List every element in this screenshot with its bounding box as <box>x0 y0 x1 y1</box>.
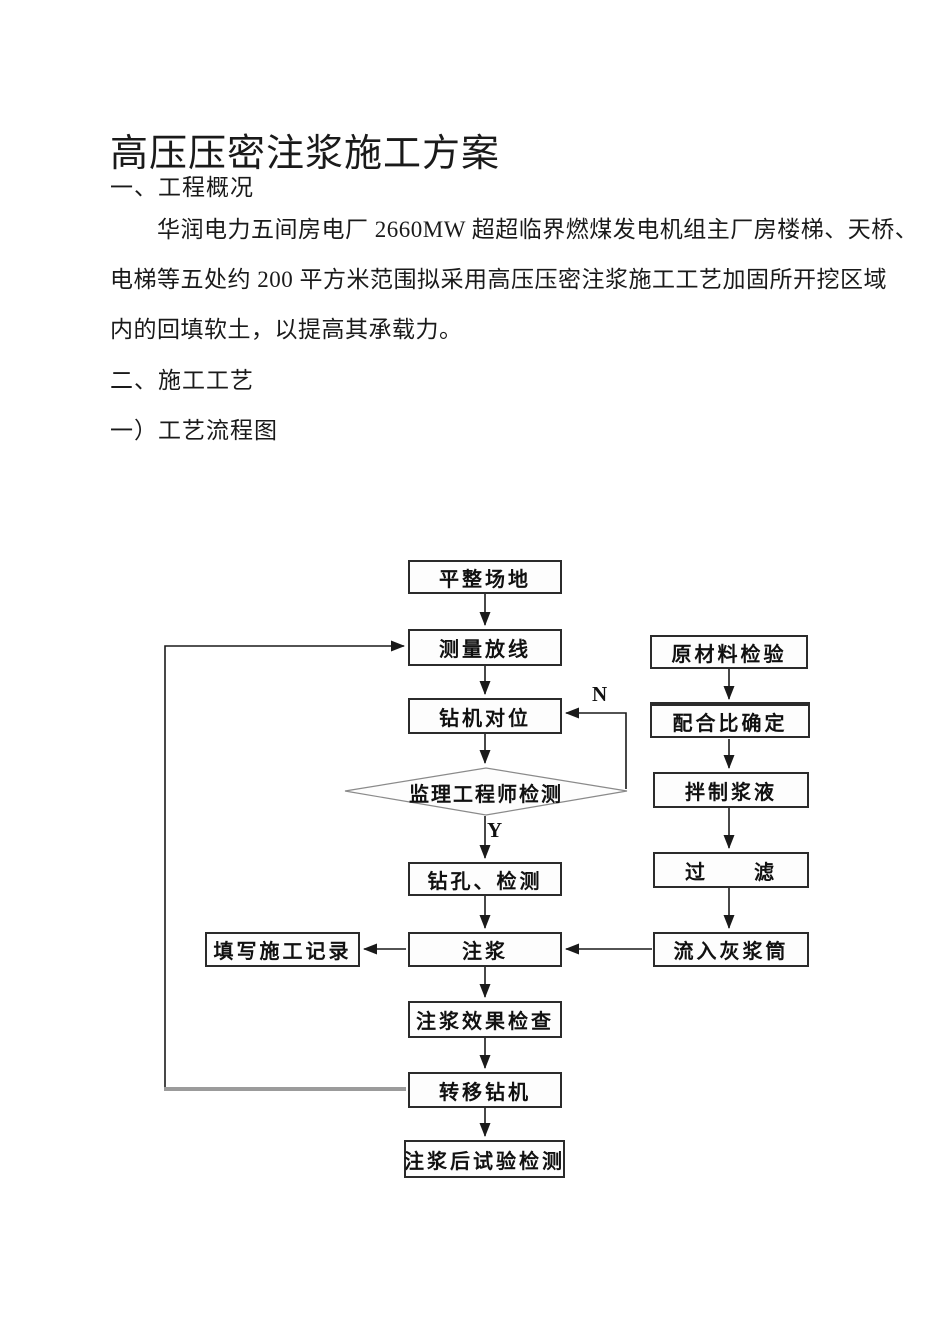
flow-arrows <box>164 594 735 1137</box>
flow-node-filter: 过 滤 <box>653 852 809 888</box>
flow-node-drilling-inspection: 钻孔、检测 <box>408 862 562 896</box>
flow-node-survey-layout: 测量放线 <box>408 629 562 666</box>
branch-label-no: N <box>592 682 608 706</box>
flow-node-post-grouting-test: 注浆后试验检测 <box>404 1140 565 1178</box>
flow-node-mix-grout: 拌制浆液 <box>653 772 809 808</box>
section-2-heading: 二、施工工艺 <box>110 368 254 393</box>
doc-title: 高压压密注浆施工方案 <box>110 133 501 176</box>
flow-node-grouting: 注浆 <box>408 932 562 967</box>
paragraph-line-2: 电梯等五处约 200 平方米范围拟采用高压压密注浆施工工艺加固所开挖区域 <box>110 267 887 292</box>
flow-node-supervisor-inspection: 监理工程师检测 <box>409 783 563 806</box>
section-1-heading: 一、工程概况 <box>110 175 254 200</box>
paragraph-line-1: 华润电力五间房电厂 2660MW 超超临界燃煤发电机组主厂房楼梯、天桥、 <box>157 217 919 242</box>
n-loop-arrow <box>565 707 627 789</box>
flow-node-rig-positioning: 钻机对位 <box>408 698 562 734</box>
rig-relocation-loop-arrow <box>164 640 405 1091</box>
flow-node-flow-into-cylinder: 流入灰浆筒 <box>653 932 809 967</box>
flow-node-grouting-effect-check: 注浆效果检查 <box>408 1001 562 1038</box>
flow-node-level-site: 平整场地 <box>408 560 562 594</box>
flow-node-move-rig: 转移钻机 <box>408 1072 562 1108</box>
branch-label-yes: Y <box>487 818 503 842</box>
flow-node-fill-construction-record: 填写施工记录 <box>205 932 360 967</box>
flow-node-raw-material-inspection: 原材料检验 <box>650 635 808 669</box>
subsection-heading: 一）工艺流程图 <box>110 418 278 443</box>
paragraph-line-3: 内的回填软土，以提高其承载力。 <box>110 317 463 342</box>
flow-node-mix-ratio-determination: 配合比确定 <box>650 702 810 738</box>
decision-diamond-shape <box>344 767 628 816</box>
